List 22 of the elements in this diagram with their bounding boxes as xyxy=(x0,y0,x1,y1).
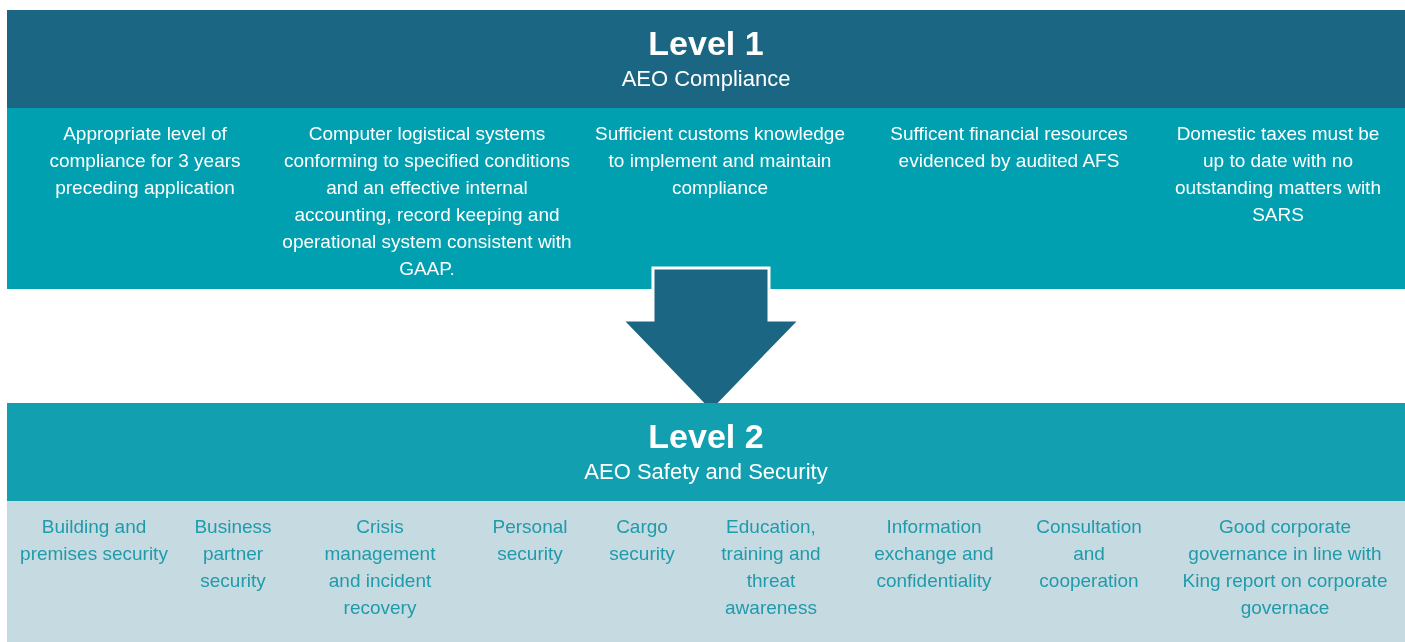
requirements-band xyxy=(7,501,1405,642)
requirement-text: Personal security xyxy=(491,515,569,566)
requirement-text: Building and premises security xyxy=(19,515,169,566)
requirement-text: Sufficient customs knowledge to implement and maintain compliance xyxy=(595,122,845,200)
requirement-text: Education, training and threat awareness xyxy=(720,515,822,620)
requirement-text: Sufficent financial resources evidenced by audited AFS xyxy=(889,122,1129,173)
requirement-text: Computer logistical systems conforming to specified conditions and an effective internal accounting, record keeping and operational system consistent with GAAP. xyxy=(282,122,572,281)
requirement-text: Cargo security xyxy=(608,515,676,566)
requirement-text: Appropriate level of compliance for 3 years preceding application xyxy=(48,122,242,200)
requirement-text: Information exchange and confidentiality xyxy=(873,515,995,593)
requirement-text: Consultation and cooperation xyxy=(1035,515,1143,593)
level-subtitle: AEO Safety and Security xyxy=(583,459,829,485)
level-title: Level 2 xyxy=(647,417,765,455)
level-subtitle: AEO Compliance xyxy=(620,66,792,92)
requirement-text: Domestic taxes must be up to date with no outstanding matters with SARS xyxy=(1174,122,1382,227)
level-title: Level 1 xyxy=(647,24,765,62)
requirement-text: Crisis management and incident recovery xyxy=(323,515,437,620)
level-header-band xyxy=(7,10,1405,108)
requirement-text: Good corporate governance in line with King report on corporate governace xyxy=(1181,515,1389,620)
requirement-text: Business partner security xyxy=(193,515,273,593)
requirements-band xyxy=(7,108,1405,289)
level-header-band xyxy=(7,403,1405,501)
